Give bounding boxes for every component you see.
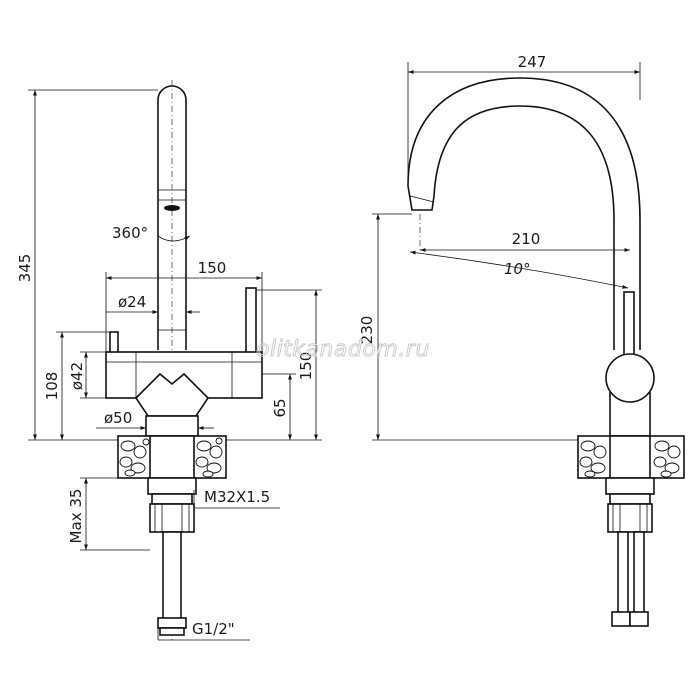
dim-dia50-label: ø50: [104, 409, 132, 427]
dim-thread: M32X1.5: [193, 488, 280, 509]
side-joint: [605, 353, 655, 403]
watermark: olitkanadom.ru: [256, 337, 430, 362]
front-rocks: [119, 437, 223, 478]
dim-dia42: ø42: [68, 351, 106, 399]
dim-345: 345: [16, 89, 158, 441]
dim-hose-thread-label: G1/2": [192, 620, 235, 638]
side-nut: [605, 477, 655, 495]
dim-150-height-label: 150: [297, 352, 315, 381]
dim-230: 230: [358, 213, 578, 441]
front-mount-rod: [149, 503, 195, 533]
dim-hose-thread: G1/2": [157, 620, 250, 641]
dim-max35-label: Max 35: [67, 489, 85, 544]
dim-210: 210: [420, 230, 630, 252]
side-rocks: [579, 440, 681, 478]
front-hose-fitting: [157, 617, 187, 629]
left-lever: [109, 331, 119, 355]
side-spout-outer: [407, 77, 641, 350]
side-hose-b: [633, 531, 645, 619]
front-view: 345 360° 150 ø24 ø42 108: [16, 80, 322, 641]
dim-247-label: 247: [518, 53, 547, 71]
dim-dia42-label: ø42: [68, 362, 86, 390]
dim-max35: Max 35: [67, 477, 150, 551]
dim-150-width: 150: [105, 259, 263, 352]
dim-dia24-label: ø24: [118, 293, 146, 311]
dim-dia24: ø24: [106, 293, 200, 314]
dim-angle: 10°: [409, 250, 629, 289]
side-mount-rod: [607, 503, 653, 533]
rotation-arrow-icon: [157, 235, 191, 242]
side-view: 247 210 10° 230: [358, 53, 685, 627]
front-base-collar: [145, 415, 199, 437]
front-spout-tube: [157, 85, 187, 350]
dim-150-height: 150: [226, 289, 322, 441]
dim-65-label: 65: [271, 398, 289, 417]
side-lever: [623, 291, 635, 363]
dim-360-label: 360°: [112, 224, 148, 242]
front-nut: [147, 477, 197, 495]
dim-247: 247: [407, 53, 641, 186]
front-hose: [162, 531, 182, 621]
aerator-icon: [164, 205, 180, 211]
dim-65: 65: [262, 373, 296, 440]
dim-angle-label: 10°: [504, 260, 531, 278]
dim-108: 108: [43, 331, 110, 440]
side-hose-a: [617, 531, 629, 619]
dim-210-label: 210: [512, 230, 541, 248]
dim-230-label: 230: [358, 316, 376, 345]
dim-108-label: 108: [43, 372, 61, 401]
dim-345-label: 345: [16, 254, 34, 283]
dim-150-width-label: 150: [198, 259, 227, 277]
dim-dia50: ø50: [96, 409, 214, 430]
side-spout-inner: [433, 105, 615, 350]
dim-thread-label: M32X1.5: [204, 488, 270, 506]
